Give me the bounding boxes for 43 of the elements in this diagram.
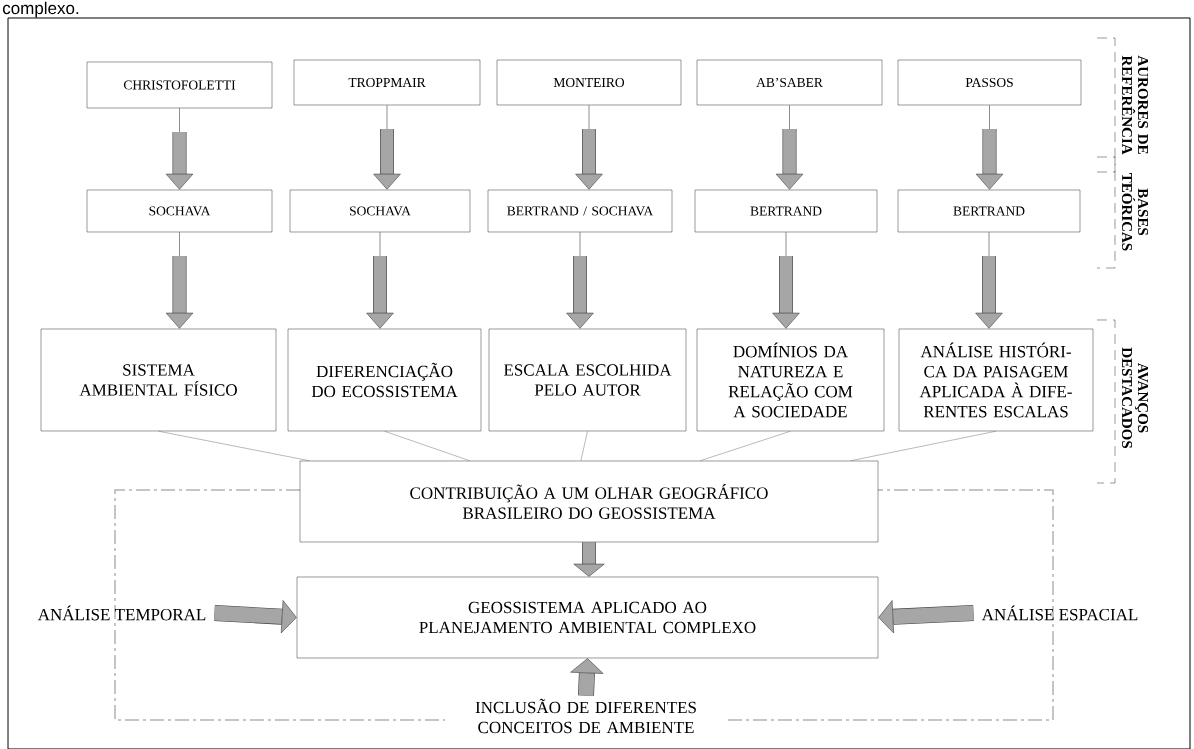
process-box: ESCALA ESCOLHIDA PELO AUTOR — [488, 328, 687, 432]
section-label: BASES TEÓRICAS — [1121, 173, 1149, 251]
block-arrow — [772, 231, 800, 329]
block-arrow — [878, 600, 974, 634]
process-box: CHRISTOFOLETTI — [86, 61, 273, 109]
input-text: INCLUSÃO DE DIFERENTES CONCEITOS DE AMBIENTE — [475, 698, 696, 734]
process-box: CONTRIBUIÇÃO A UM OLHAR GEOGRÁFICO BRASILEIRO DO GEOSSISTEMA — [299, 460, 879, 543]
process-box: PASSOS — [897, 59, 1082, 106]
block-arrow — [165, 107, 194, 190]
input-text: ANÁLISE ESPACIAL — [981, 605, 1138, 621]
process-box: DIFERENCIAÇÃO DO ECOSSISTEMA — [287, 328, 482, 432]
block-arrow — [775, 104, 804, 190]
process-box: BERTRAND / SOCHAVA — [487, 189, 673, 233]
block-arrow — [214, 600, 297, 634]
block-arrow — [975, 231, 1003, 329]
caption-text: complexo. — [2, 1, 79, 18]
block-arrow — [373, 104, 401, 190]
process-box: AB’SABER — [696, 59, 883, 106]
process-box: DOMÍNIOS DA NATUREZA E RELAÇÃO COM A SOCIEDADE — [696, 328, 885, 432]
process-box: TROPPMAIR — [293, 59, 481, 106]
connector-line — [699, 430, 791, 462]
block-arrow — [570, 658, 604, 696]
process-box: MONTEIRO — [496, 59, 682, 106]
block-arrow — [975, 104, 1004, 190]
block-arrow — [573, 542, 605, 577]
connector-line — [384, 430, 471, 462]
section-label: AURORES DE REFERÊNCIA — [1121, 55, 1149, 155]
connector-line — [580, 430, 588, 462]
process-box: SOCHAVA — [289, 189, 471, 233]
process-box: GEOSSISTEMA APLICADO AO PLANEJAMENTO AMBIENTAL COMPLEXO — [296, 576, 879, 659]
connector-line — [850, 430, 997, 462]
process-box: SOCHAVA — [86, 189, 273, 233]
block-arrow — [165, 231, 194, 329]
block-arrow — [566, 231, 594, 329]
block-arrow — [575, 104, 603, 190]
process-box: ANÁLISE HISTÓRI-CA DA PAISAGEM APLICADA À DIFE-RENTES ESCALAS — [898, 328, 1094, 432]
process-box: BERTRAND — [694, 189, 878, 233]
input-text: ANÁLISE TEMPORAL — [37, 605, 206, 621]
section-label: AVANÇOS DESTACADOS — [1121, 347, 1149, 449]
connector-line — [158, 430, 310, 462]
block-arrow — [366, 231, 394, 329]
process-box: SISTEMA AMBIENTAL FÍSICO — [40, 328, 277, 432]
process-box: BERTRAND — [897, 189, 1081, 233]
